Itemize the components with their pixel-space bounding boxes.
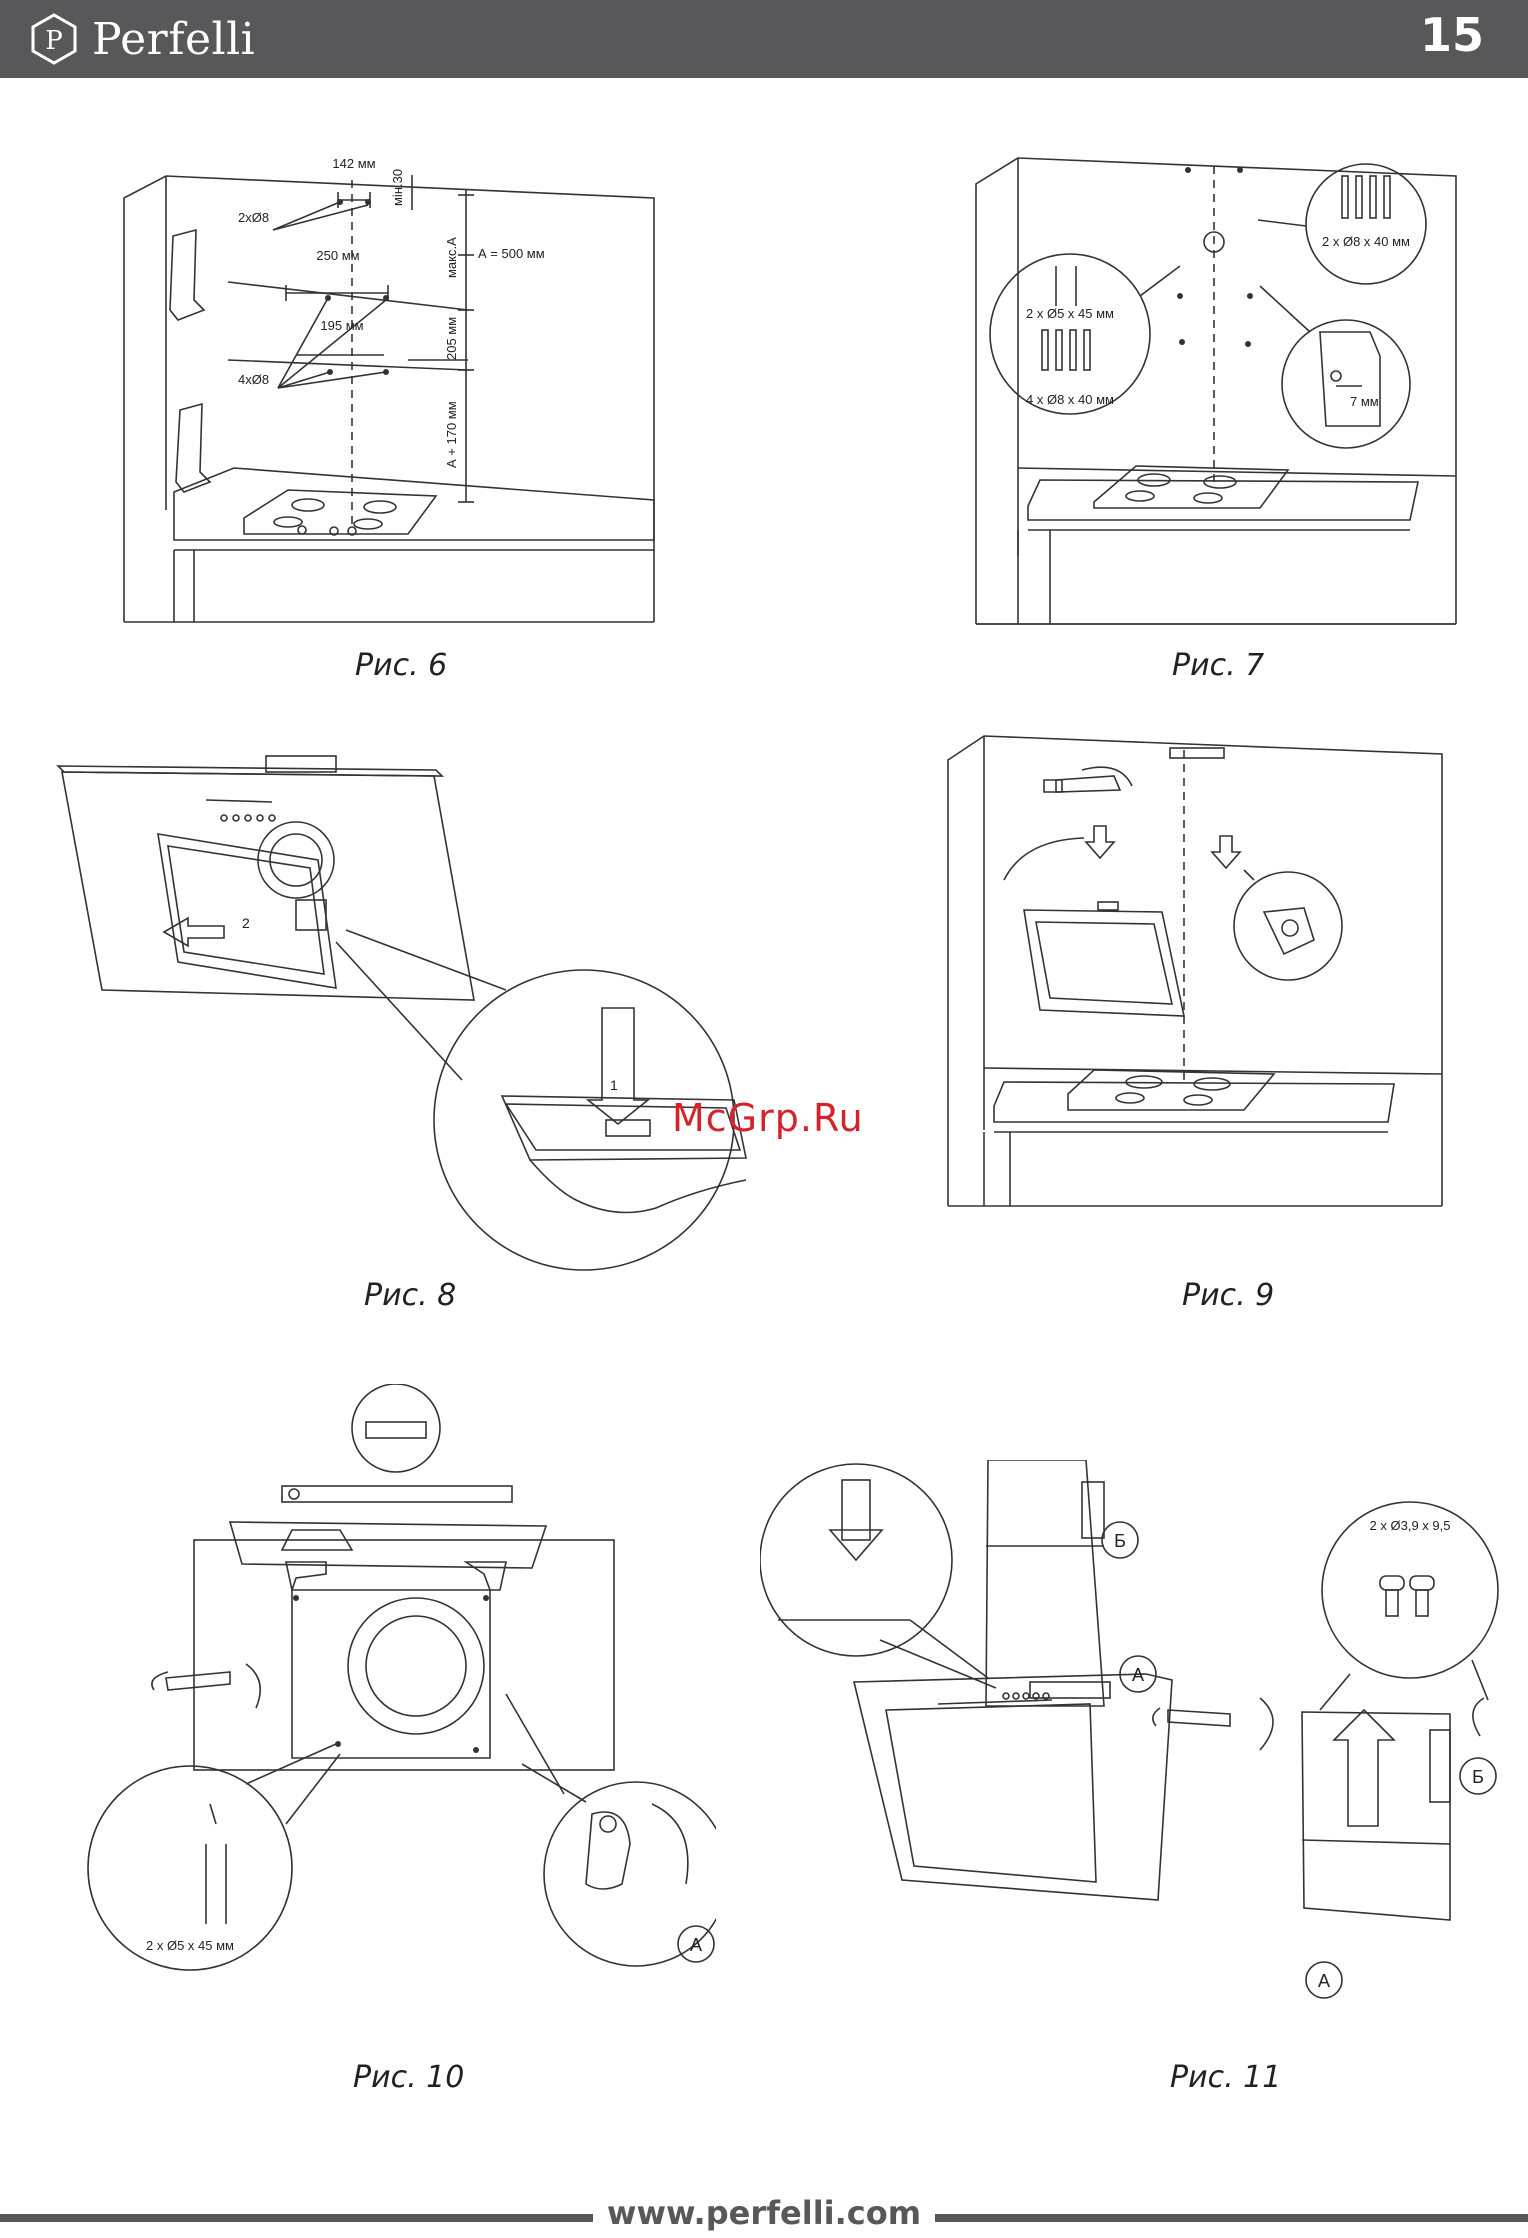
fig11-label-b1: Б — [1114, 1531, 1126, 1551]
page-number: 15 — [1420, 8, 1484, 62]
fig7-label-2x5x45: 2 x Ø5 x 45 мм — [1026, 306, 1114, 321]
figure-7-caption: Рис. 7 — [1172, 648, 1264, 683]
fig6-label-4x8: 4xØ8 — [238, 372, 269, 387]
fig10-label-a: А — [690, 1935, 702, 1955]
fig6-label-a500: А = 500 мм — [478, 246, 545, 261]
fig6-label-a170: А + 170 мм — [444, 401, 459, 468]
footer-website-text: www.perfelli.com — [593, 2194, 935, 2232]
fig7-label-4x8x40: 4 x Ø8 x 40 мм — [1026, 392, 1114, 407]
figure-6-caption: Рис. 6 — [355, 648, 447, 683]
figure-9-caption: Рис. 9 — [1182, 1278, 1274, 1313]
fig11-label-screws: 2 x Ø3,9 x 9,5 — [1370, 1518, 1451, 1533]
brand-logo: P Perfelli — [28, 10, 255, 68]
fig6-label-195: 195 мм — [320, 318, 363, 333]
figure-8-drawing: 2 1 — [56, 750, 756, 1280]
figure-7-drawing: 2 x Ø8 x 40 мм 2 x Ø5 x 45 мм 4 x Ø8 x 4… — [970, 136, 1460, 630]
figure-10-caption: Рис. 10 — [353, 2060, 464, 2095]
figure-10-drawing: 2 x Ø5 x 45 мм А — [56, 1384, 716, 2024]
fig6-label-2x8: 2xØ8 — [238, 210, 269, 225]
fig6-label-maxA: макс.А — [444, 237, 459, 278]
fig6-label-250: 250 мм — [316, 248, 359, 263]
fig6-label-min30: мін.30 — [390, 169, 405, 206]
figure-11-caption: Рис. 11 — [1170, 2060, 1281, 2095]
figure-8-caption: Рис. 8 — [364, 1278, 456, 1313]
page-header: P Perfelli 15 — [0, 0, 1528, 78]
watermark: McGrp.Ru — [672, 1096, 864, 1140]
fig11-label-a1: А — [1132, 1665, 1144, 1685]
fig7-label-7mm: 7 мм — [1350, 394, 1379, 409]
fig11-label-a2: А — [1318, 1971, 1330, 1991]
fig6-label-205: 205 мм — [444, 317, 459, 360]
fig6-label-142: 142 мм — [332, 156, 375, 171]
fig8-step-1: 1 — [610, 1077, 618, 1093]
brand-logo-icon: P — [28, 13, 80, 65]
svg-text:P: P — [45, 26, 63, 56]
figure-11-drawing: 2 x Ø3,9 x 9,5 Б А Б А — [760, 1460, 1500, 2020]
figure-9-drawing — [944, 730, 1444, 1210]
brand-name: Perfelli — [92, 14, 255, 65]
footer-website: www.perfelli.com — [0, 2194, 1528, 2232]
figure-6-drawing: 142 мм мін.30 2xØ8 250 мм макс.А А = 500… — [118, 150, 658, 630]
fig10-label-screws: 2 x Ø5 x 45 мм — [146, 1938, 234, 1953]
fig11-label-b2: Б — [1472, 1767, 1484, 1787]
fig8-step-2: 2 — [242, 915, 250, 931]
fig7-label-2x8x40: 2 x Ø8 x 40 мм — [1322, 234, 1410, 249]
